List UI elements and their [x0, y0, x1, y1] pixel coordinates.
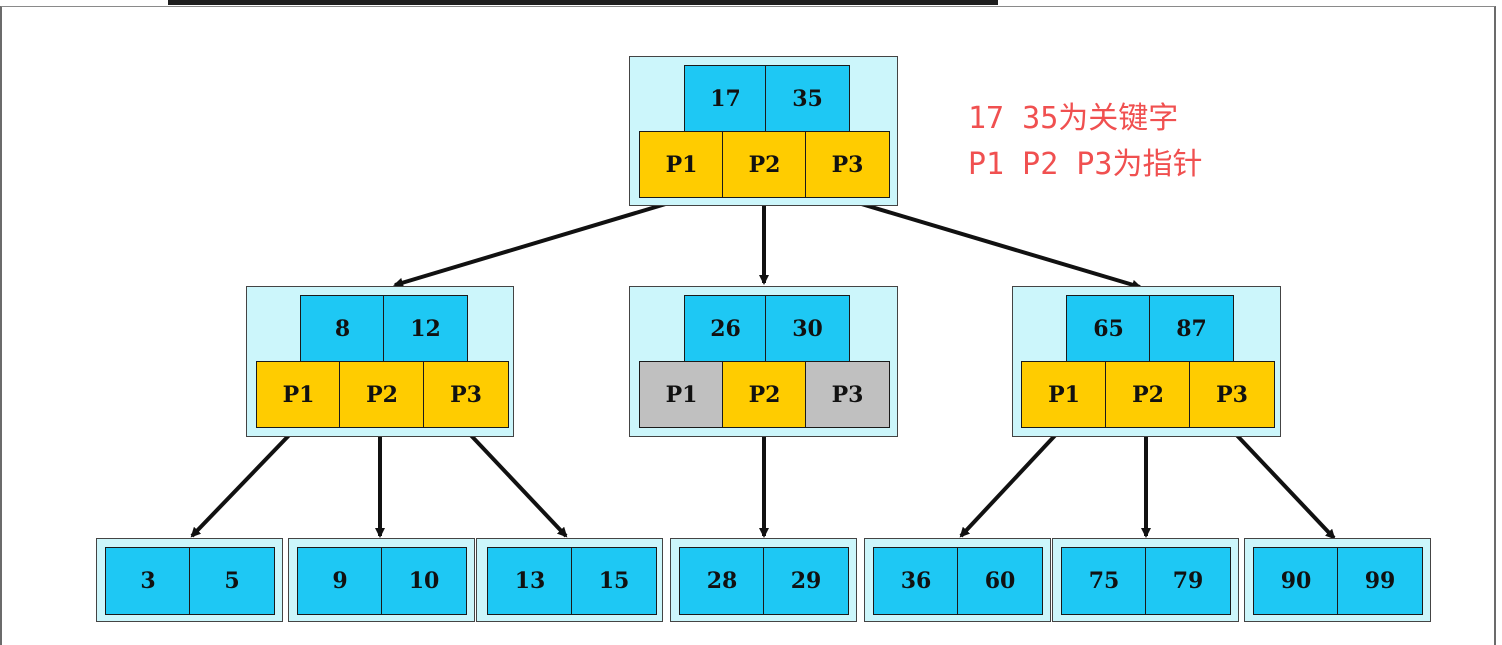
internal-node: 8 12 P1 P2 P3 — [246, 286, 514, 437]
top-strip — [168, 0, 998, 5]
leaf-key: 3 — [105, 547, 191, 615]
leaf-key: 28 — [679, 547, 765, 615]
leaf-key: 75 — [1061, 547, 1147, 615]
internal-pointer: P2 — [1105, 361, 1191, 428]
leaf-node: 13 15 — [476, 538, 663, 622]
internal-key: 30 — [765, 295, 850, 362]
leaf-key: 36 — [873, 547, 959, 615]
leaf-key: 5 — [189, 547, 275, 615]
internal-key: 8 — [300, 295, 385, 362]
root-key: 17 — [684, 65, 767, 132]
leaf-key: 29 — [763, 547, 849, 615]
internal-pointer: P1 — [1021, 361, 1107, 428]
pointer-edge — [190, 426, 298, 538]
pointer-edge — [1228, 426, 1336, 540]
internal-key: 26 — [684, 295, 767, 362]
internal-pointer: P2 — [722, 361, 807, 428]
leaf-key: 60 — [957, 547, 1043, 615]
internal-key: 12 — [383, 295, 468, 362]
pointer-edge — [847, 198, 1142, 290]
leaf-key: 13 — [487, 547, 573, 615]
internal-node: 26 30 P1 P2 P3 — [629, 286, 898, 437]
root-pointer: P1 — [639, 131, 724, 198]
leaf-node: 36 60 — [864, 538, 1051, 622]
legend-keys-line: 17 35为关键字 — [968, 101, 1179, 136]
internal-pointer: P3 — [805, 361, 890, 428]
pointer-edge — [393, 198, 680, 288]
internal-key: 87 — [1149, 295, 1234, 362]
leaf-key: 15 — [571, 547, 657, 615]
leaf-node: 9 10 — [288, 538, 475, 622]
leaf-key: 90 — [1253, 547, 1339, 615]
pointer-edge — [959, 426, 1064, 538]
leaf-node: 28 29 — [670, 538, 857, 622]
leaf-node: 90 99 — [1244, 538, 1431, 622]
internal-pointer: P1 — [639, 361, 724, 428]
pointer-edge — [462, 426, 568, 538]
root-pointer: P3 — [805, 131, 890, 198]
root-pointer: P2 — [722, 131, 807, 198]
leaf-node: 75 79 — [1052, 538, 1239, 622]
leaf-key: 79 — [1145, 547, 1231, 615]
legend: 17 35为关键字 P1 P2 P3为指针 — [968, 96, 1203, 188]
internal-pointer: P3 — [423, 361, 509, 428]
internal-pointer: P2 — [339, 361, 425, 428]
internal-node: 65 87 P1 P2 P3 — [1012, 286, 1281, 437]
legend-pointers-line: P1 P2 P3为指针 — [968, 147, 1203, 182]
internal-key: 65 — [1066, 295, 1151, 362]
internal-pointer: P3 — [1189, 361, 1275, 428]
leaf-node: 3 5 — [96, 538, 283, 622]
leaf-key: 10 — [381, 547, 467, 615]
leaf-key: 99 — [1337, 547, 1423, 615]
root-key: 35 — [765, 65, 850, 132]
internal-pointer: P1 — [256, 361, 341, 428]
leaf-key: 9 — [297, 547, 383, 615]
root-node: 17 35 P1 P2 P3 — [629, 56, 898, 206]
